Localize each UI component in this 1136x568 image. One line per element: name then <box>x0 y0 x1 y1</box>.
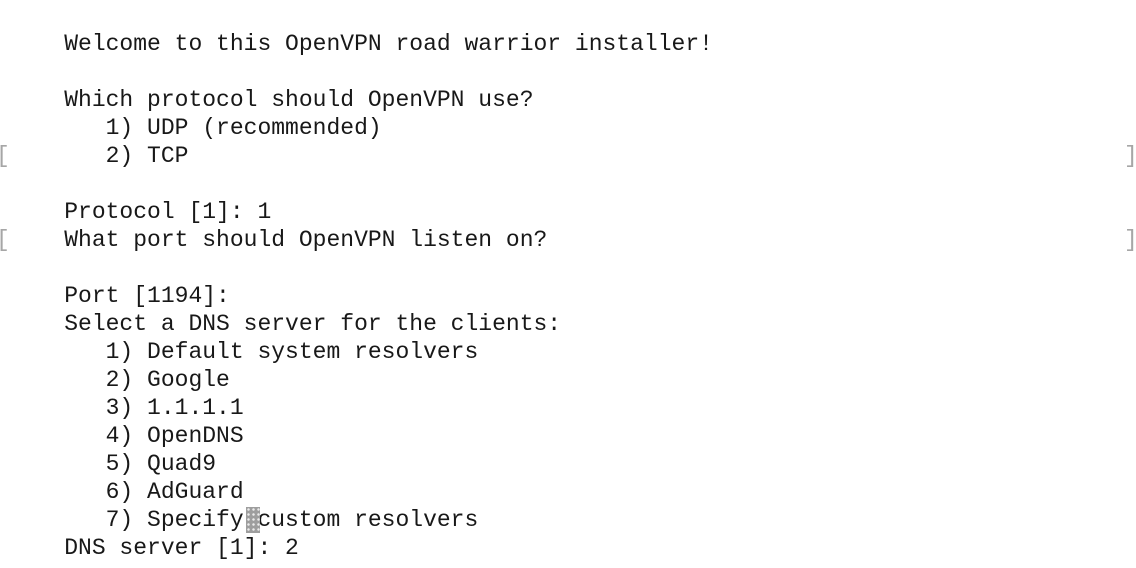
blank-line <box>0 254 1136 282</box>
protocol-option-udp-text: 1) UDP (recommended) <box>64 115 382 141</box>
dns-option-opendns: 4) OpenDNS <box>0 394 1136 449</box>
protocol-question-text: Which protocol should OpenVPN use? <box>64 87 534 113</box>
protocol-option-tcp: 2) TCP <box>0 114 1136 169</box>
protocol-question-line: Which protocol should OpenVPN use? <box>0 58 1136 113</box>
dns-option-google: 2) Google <box>0 338 1136 393</box>
dns-option-custom-text: 7) Specify custom resolvers <box>64 507 479 533</box>
dns-option-1111-text: 3) 1.1.1.1 <box>64 395 244 421</box>
dns-question-line: Select a DNS server for the clients: <box>0 282 1136 337</box>
protocol-option-tcp-text: 2) TCP <box>64 143 189 169</box>
blank-line <box>0 170 1136 198</box>
input-field-close-bracket: ] <box>1124 142 1136 170</box>
dns-prompt-text: DNS server [1]: 2 <box>64 535 299 561</box>
dns-question-text: Select a DNS server for the clients: <box>64 311 562 337</box>
dns-option-default: 1) Default system resolvers <box>0 310 1136 365</box>
dns-option-google-text: 2) Google <box>64 367 230 393</box>
port-prompt-text: Port [1194]: <box>64 283 230 309</box>
blank-line <box>0 30 1136 58</box>
dns-option-default-text: 1) Default system resolvers <box>64 339 479 365</box>
dns-option-custom: 7) Specify custom resolvers <box>0 478 1136 533</box>
port-prompt-line: [ Port [1194]: ] <box>0 226 1136 309</box>
protocol-option-udp: 1) UDP (recommended) <box>0 86 1136 141</box>
dns-prompt-line[interactable]: DNS server [1]: 2 <box>0 506 1136 561</box>
dns-option-quad9-text: 5) Quad9 <box>64 451 217 477</box>
input-field-open-bracket: [ <box>0 226 10 254</box>
dns-option-adguard-text: 6) AdGuard <box>64 479 244 505</box>
dns-option-quad9: 5) Quad9 <box>0 422 1136 477</box>
dns-option-adguard: 6) AdGuard <box>0 450 1136 505</box>
welcome-line: Welcome to this OpenVPN road warrior ins… <box>0 2 1136 57</box>
input-field-open-bracket: [ <box>0 142 10 170</box>
dns-option-1111: 3) 1.1.1.1 <box>0 366 1136 421</box>
text-cursor <box>245 507 260 533</box>
protocol-prompt-text: Protocol [1]: 1 <box>64 199 272 225</box>
port-question-line: What port should OpenVPN listen on? <box>0 198 1136 253</box>
port-question-text: What port should OpenVPN listen on? <box>64 227 548 253</box>
input-field-close-bracket: ] <box>1124 226 1136 254</box>
welcome-text: Welcome to this OpenVPN road warrior ins… <box>64 31 713 57</box>
protocol-prompt-line: [ Protocol [1]: 1 ] <box>0 142 1136 225</box>
dns-option-opendns-text: 4) OpenDNS <box>64 423 244 449</box>
